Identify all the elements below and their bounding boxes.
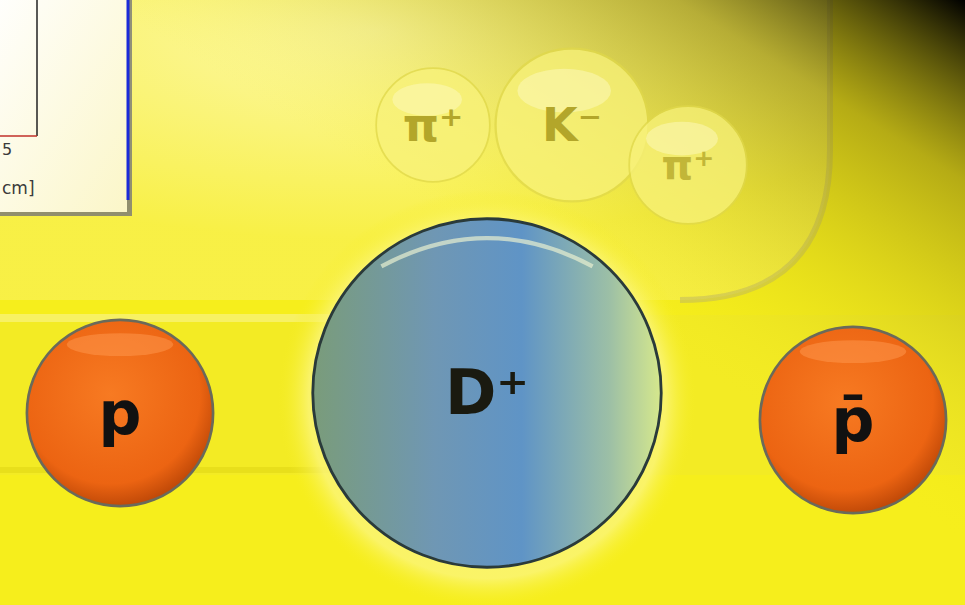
meson-circle: D⁺	[311, 217, 663, 569]
particle-label: K⁻	[542, 102, 602, 148]
particle-label: p	[99, 383, 142, 443]
proton-circle: p	[25, 318, 215, 508]
particle-label: p̄	[832, 390, 875, 450]
decay-particle: π⁺	[375, 67, 491, 183]
particle-label: π⁺	[662, 145, 715, 185]
proton-circle: p̄	[758, 325, 948, 515]
particle-label: π⁺	[403, 102, 464, 148]
decay-particle: K⁻	[494, 47, 650, 203]
axis-unit: cm]	[2, 178, 35, 198]
decay-particle: π⁺	[628, 105, 748, 225]
axis-tick: 5	[2, 140, 12, 159]
particle-label: D⁺	[445, 362, 529, 424]
